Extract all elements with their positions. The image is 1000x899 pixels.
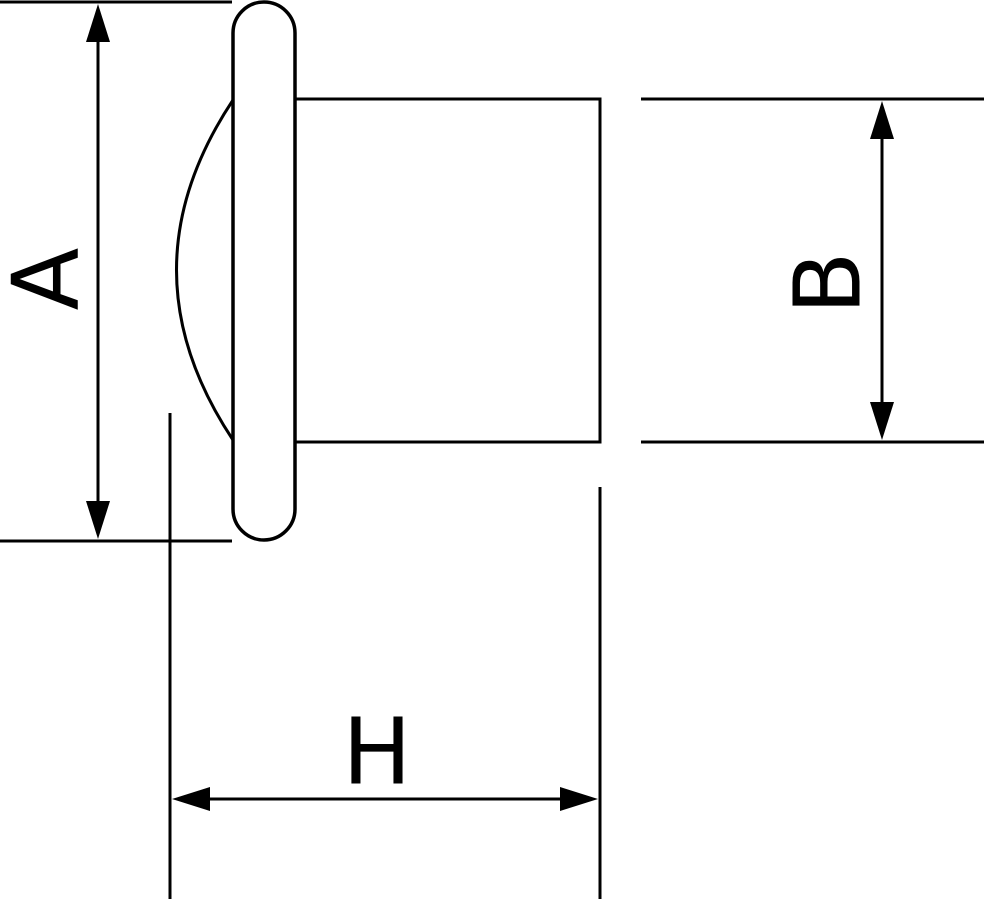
flange-outline	[231, 0, 297, 542]
dimension-h-label: H	[342, 699, 411, 806]
dimension-h-arrow-right	[560, 787, 598, 811]
dimension-a-arrow-top	[86, 4, 110, 42]
dimension-b-arrow-bottom	[870, 402, 894, 440]
dimension-a-arrow-bottom	[86, 501, 110, 539]
dimension-b-label: B	[775, 251, 882, 314]
dimension-h-arrow-left	[172, 787, 210, 811]
dimension-a-label: A	[0, 247, 100, 310]
dome-outline	[175, 99, 235, 441]
shank-outline	[294, 97, 602, 444]
dimension-b-arrow-top	[870, 101, 894, 139]
